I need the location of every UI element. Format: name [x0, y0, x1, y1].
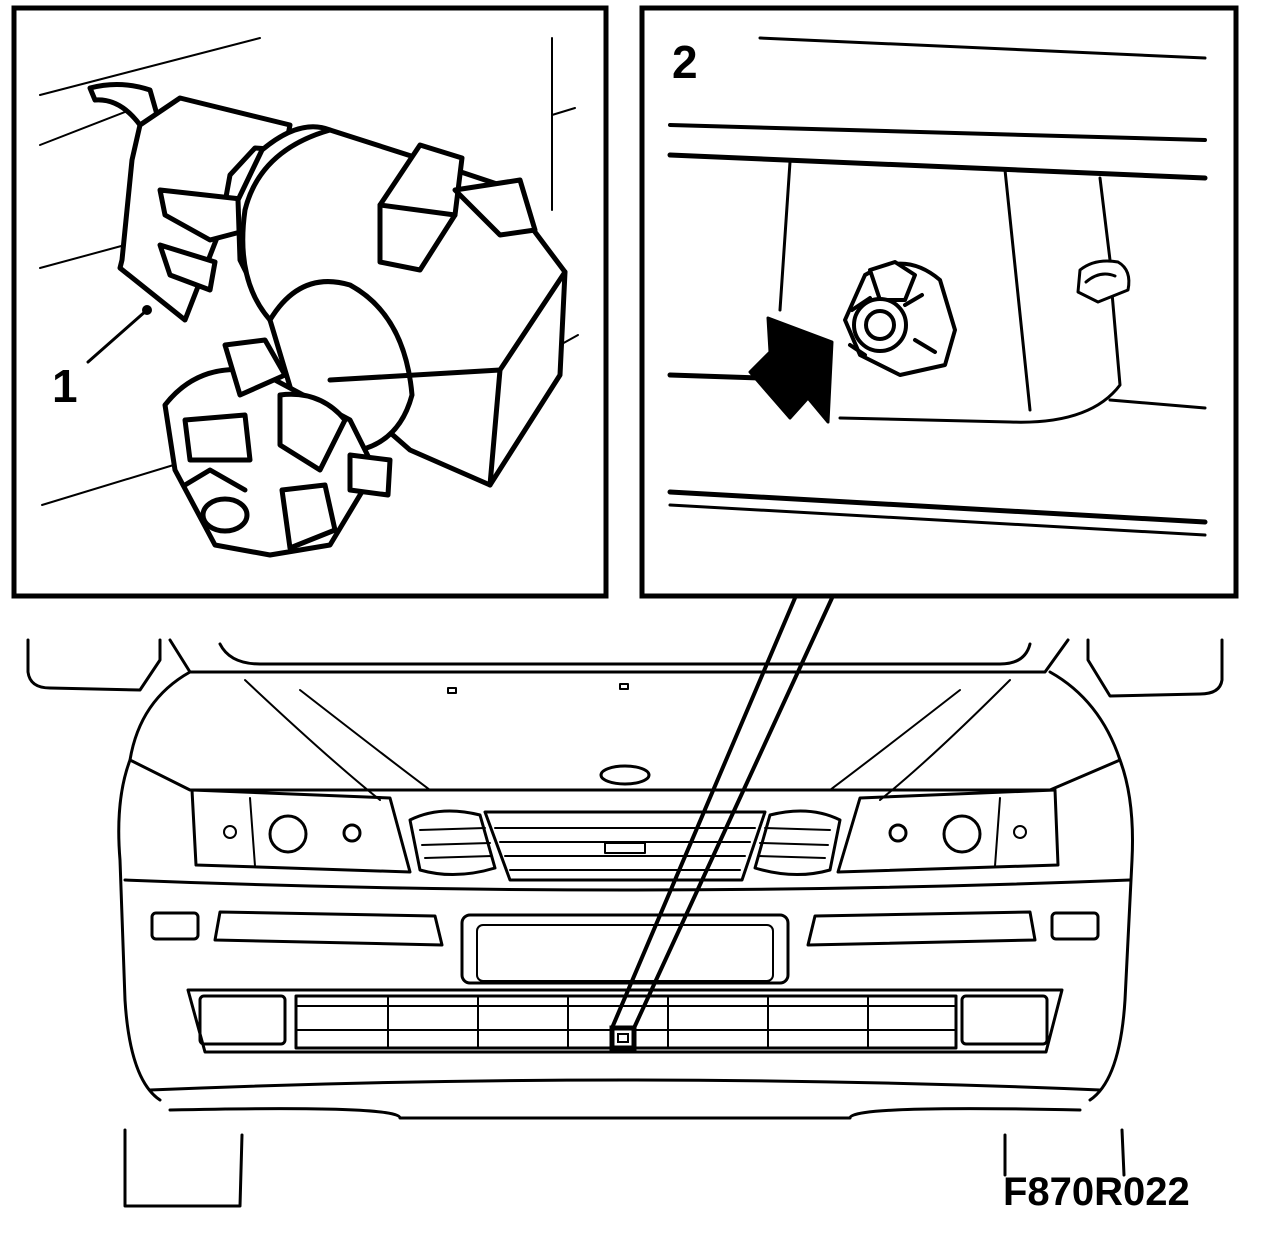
grille: [408, 809, 842, 882]
right-wheel: [1003, 1128, 1126, 1177]
parking-sensor-component: [87, 82, 568, 558]
left-indicator: [150, 911, 200, 941]
detail-leader-lines: [610, 596, 834, 1030]
figure-code: F870R022: [1003, 1170, 1190, 1214]
right-headlight: [836, 788, 1060, 874]
pointer-arrow: [748, 316, 834, 424]
left-wheel: [123, 1128, 244, 1208]
car-front-view: [26, 638, 1224, 1208]
left-headlight: [190, 788, 412, 874]
callout-1-label: 1: [52, 360, 78, 412]
callout-1: 1: [52, 305, 152, 412]
left-mirror: [26, 638, 162, 692]
detail-panel-1: 1: [11, 5, 609, 599]
hood: [128, 670, 1122, 792]
right-mirror: [1086, 638, 1224, 698]
number-plate-recess: [460, 913, 790, 985]
detail-panel-2: 2: [639, 5, 1239, 599]
hood-emblem: [599, 764, 651, 786]
callout-2-label: 2: [672, 36, 698, 88]
right-indicator: [1050, 911, 1100, 941]
sensor-in-bumper: [843, 260, 957, 377]
